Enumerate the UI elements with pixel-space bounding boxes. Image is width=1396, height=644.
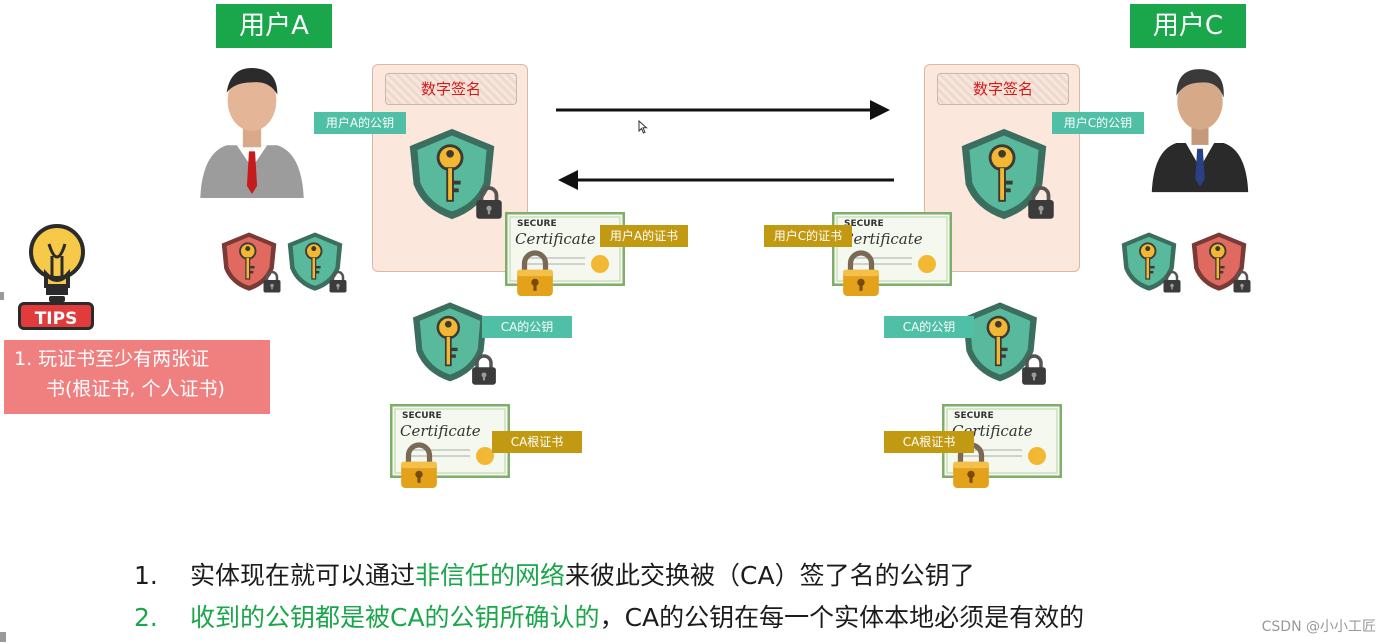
left-ca-root-certificate: SECURE Certificate: [390, 404, 510, 478]
certificate-word-text: Certificate: [400, 422, 481, 440]
right-ca-pubkey-lock-icon: [1020, 352, 1048, 388]
bottom-line-1-highlight: 非信任的网络: [415, 561, 566, 590]
left-ca-pubkey-label: CA的公钥: [482, 316, 572, 338]
certificate-word-text: Certificate: [842, 230, 923, 248]
bottom-line-1-num: 1.: [134, 561, 158, 590]
bottom-line-2-highlight: 收到的公钥都是被CA的公钥所确认的: [190, 603, 600, 632]
user-a-label: 用户A: [216, 4, 332, 48]
left-red-shield-lock-icon: [262, 270, 282, 294]
tips-badge: TIPS: [18, 302, 94, 330]
mouse-cursor-icon: [638, 120, 648, 134]
user-c-avatar-icon: [1148, 56, 1252, 196]
right-user-certificate-lock-icon: [840, 248, 882, 300]
right-signature-title: 数字签名: [937, 73, 1069, 105]
right-user-pubkey-label: 用户C的公钥: [1052, 112, 1144, 134]
left-teal-shield-lock-icon: [328, 270, 348, 294]
tips-line-1: 1. 玩证书至少有两张证: [14, 348, 210, 370]
bottom-line-1-pre: 实体现在就可以通过: [190, 561, 416, 590]
right-red-shield-lock-icon: [1232, 270, 1252, 294]
certificate-secure-text: SECURE: [844, 219, 884, 229]
left-signature-title: 数字签名: [385, 73, 517, 105]
bottom-line-2: 2. 收到的公钥都是被CA的公钥所确认的，CA的公钥在每一个实体本地必须是有效的: [134, 598, 1084, 634]
certificate-secure-text: SECURE: [402, 411, 442, 421]
right-user-pubkey-lock-icon: [1026, 184, 1056, 222]
left-edge-handle[interactable]: [0, 292, 4, 300]
left-ca-root-cert-label: CA根证书: [492, 431, 582, 453]
right-user-certificate-label: 用户C的证书: [764, 225, 852, 247]
left-user-pubkey-lock-icon: [474, 184, 504, 222]
tips-box: 1. 玩证书至少有两张证 书(根证书, 个人证书): [4, 340, 270, 414]
user-c-label: 用户C: [1130, 4, 1246, 48]
right-ca-pubkey-label: CA的公钥: [884, 316, 974, 338]
bottom-line-1: 1. 实体现在就可以通过非信任的网络来彼此交换被（CA）签了名的公钥了: [134, 556, 975, 592]
certificate-secure-text: SECURE: [517, 219, 557, 229]
user-a-avatar-icon: [196, 56, 308, 198]
right-teal-shield-lock-icon: [1162, 270, 1182, 294]
bottom-line-2-post: ，CA的公钥在每一个实体本地必须是有效的: [599, 603, 1085, 632]
right-ca-root-cert-label: CA根证书: [884, 431, 974, 453]
certificate-icon: [390, 404, 510, 478]
lightbulb-icon: [29, 224, 85, 302]
exchange-arrows-icon: [556, 100, 894, 190]
left-edge-handle-bottom[interactable]: [0, 632, 6, 642]
left-user-certificate-label: 用户A的证书: [600, 225, 688, 247]
bottom-line-2-num: 2.: [134, 603, 158, 632]
certificate-secure-text: SECURE: [954, 411, 994, 421]
certificate-word-text: Certificate: [515, 230, 596, 248]
left-ca-pubkey-lock-icon: [470, 352, 498, 388]
watermark: CSDN @小小工匠: [1261, 619, 1376, 635]
left-user-certificate-lock-icon: [514, 248, 556, 300]
left-ca-root-cert-lock-icon: [398, 440, 440, 492]
left-user-pubkey-label: 用户A的公钥: [314, 112, 406, 134]
bottom-line-1-post: 来彼此交换被（CA）签了名的公钥了: [565, 561, 975, 590]
tips-line-2: 书(根证书, 个人证书): [46, 378, 225, 400]
